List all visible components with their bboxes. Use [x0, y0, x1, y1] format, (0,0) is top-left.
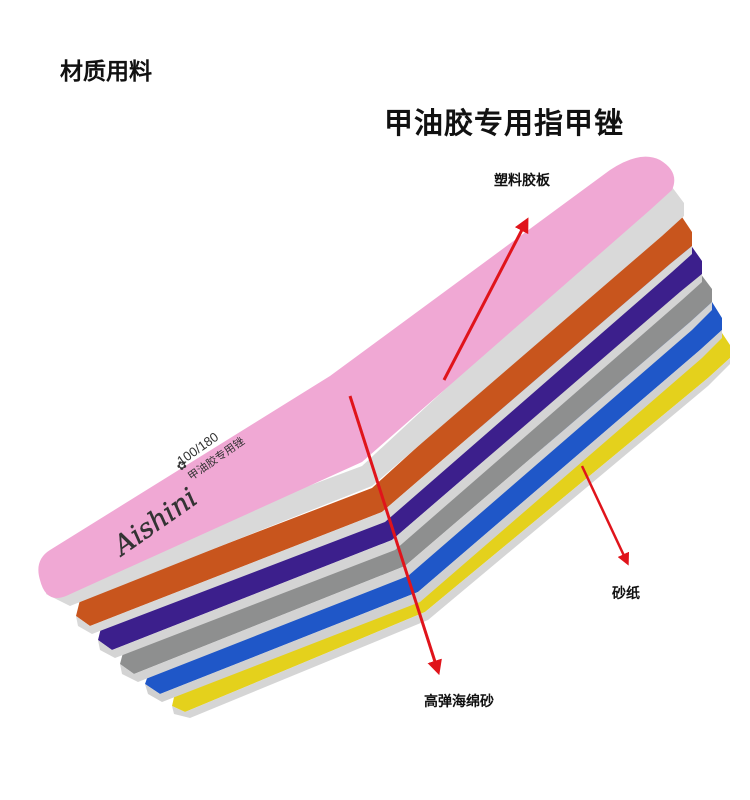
callout-sponge: 高弹海绵砂 [424, 694, 494, 710]
product-title: 甲油胶专用指甲锉 [384, 106, 625, 140]
callout-plastic-board: 塑料胶板 [494, 173, 550, 189]
arrow-sponge [348, 395, 442, 676]
pink-plastic-board [38, 156, 675, 598]
section-label: 材质用料 [60, 59, 152, 85]
arrow-sandpaper [580, 465, 630, 566]
nail-file-stack [38, 156, 730, 718]
callout-sandpaper: 砂纸 [612, 586, 640, 602]
arrow-plastic-board [442, 217, 529, 381]
